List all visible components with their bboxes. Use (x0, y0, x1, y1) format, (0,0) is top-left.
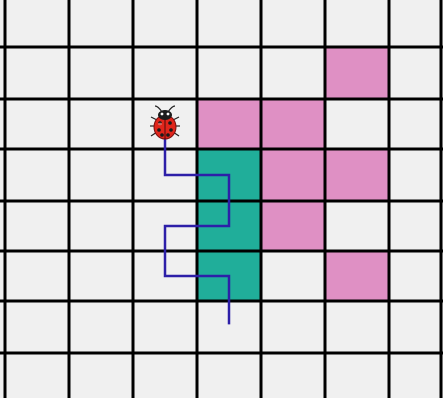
pink-cell[interactable] (261, 99, 325, 149)
pink-cell[interactable] (261, 149, 325, 201)
pink-cell[interactable] (325, 251, 389, 301)
pink-cell[interactable] (325, 47, 389, 99)
pink-cell[interactable] (325, 149, 389, 201)
pink-cell[interactable] (197, 99, 261, 149)
pink-cell[interactable] (261, 201, 325, 251)
